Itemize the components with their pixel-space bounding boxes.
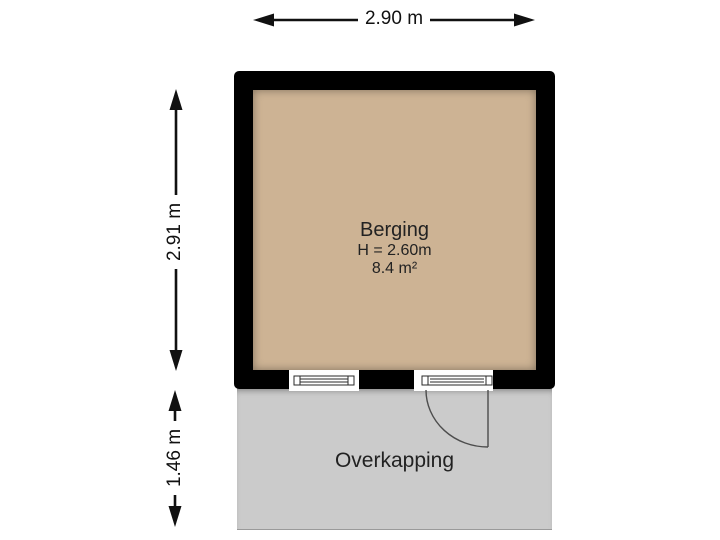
overkapping-label: Overkapping	[334, 448, 455, 472]
overkapping-area: Overkapping	[237, 388, 552, 530]
dimension-outdoor-height-label: 1.46 m	[162, 421, 188, 495]
room-area-label: 8.4 m²	[371, 260, 418, 277]
room-berging-floor: Berging H = 2.60m 8.4 m²	[253, 90, 536, 370]
wall-openings	[289, 370, 493, 448]
door-swing-icon	[425, 389, 489, 448]
room-label-block: Berging H = 2.60m 8.4 m²	[253, 219, 536, 278]
window-icon-right	[414, 370, 493, 391]
dimension-room-height-label: 2.91 m	[162, 195, 188, 269]
room-height-label: H = 2.60m	[357, 242, 432, 259]
window-icon-left	[289, 370, 359, 391]
dimension-top-label: 2.90 m	[358, 6, 430, 32]
room-name-label: Berging	[360, 219, 429, 241]
room-berging-walls: Berging H = 2.60m 8.4 m²	[234, 71, 555, 389]
